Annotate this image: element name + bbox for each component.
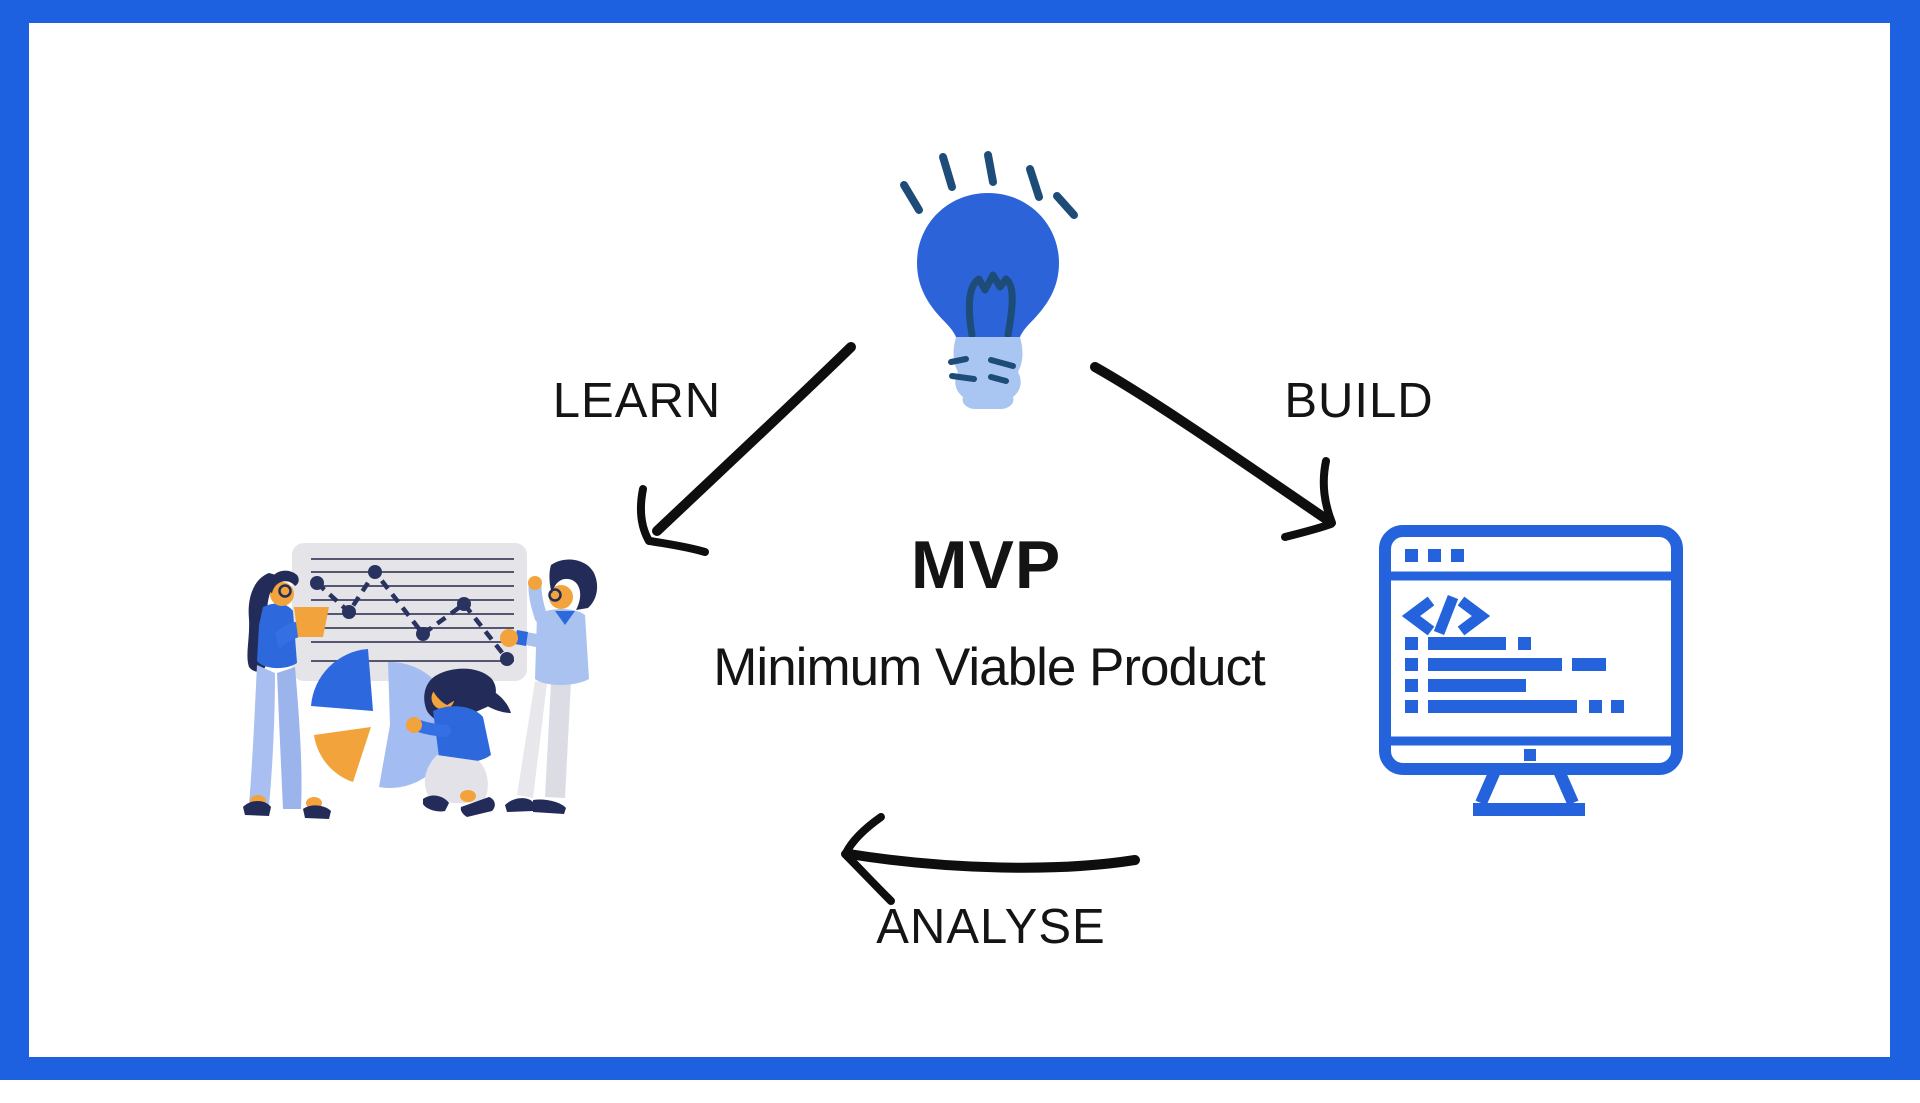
chart-board <box>292 543 527 681</box>
lightbulb-rays-icon <box>900 151 1078 219</box>
build-label: BUILD <box>1284 374 1434 428</box>
code-glyph-icon <box>1401 595 1491 636</box>
cycle-arrows <box>637 342 1336 905</box>
diagram-subtitle: Minimum Viable Product <box>713 638 1265 697</box>
analytics-team-illustration <box>243 543 598 819</box>
bulb-filament <box>965 271 1016 339</box>
diagram-title: MVP <box>910 527 1062 603</box>
analyse-label: ANALYSE <box>876 900 1106 954</box>
bulb-base <box>953 337 1023 409</box>
dashed-line-chart <box>315 568 509 661</box>
analyse-arrow-icon <box>841 813 1140 905</box>
chart-dots <box>310 565 514 666</box>
build-arrow-icon <box>1090 362 1336 541</box>
mvp-diagram: LEARN BUILD ANALYSE MVP Minimum Viable P… <box>0 0 1920 1080</box>
man-figure <box>500 559 598 814</box>
lightbulb-icon <box>900 151 1078 409</box>
monitor-stand <box>1475 768 1579 806</box>
code-monitor-icon <box>1379 525 1683 816</box>
crouching-woman-figure <box>406 668 511 817</box>
bulb-threads <box>948 356 1016 384</box>
learn-label: LEARN <box>552 374 722 428</box>
bulb-glass <box>917 193 1059 337</box>
learn-arrow-icon <box>637 342 856 556</box>
woman-figure <box>243 570 331 819</box>
